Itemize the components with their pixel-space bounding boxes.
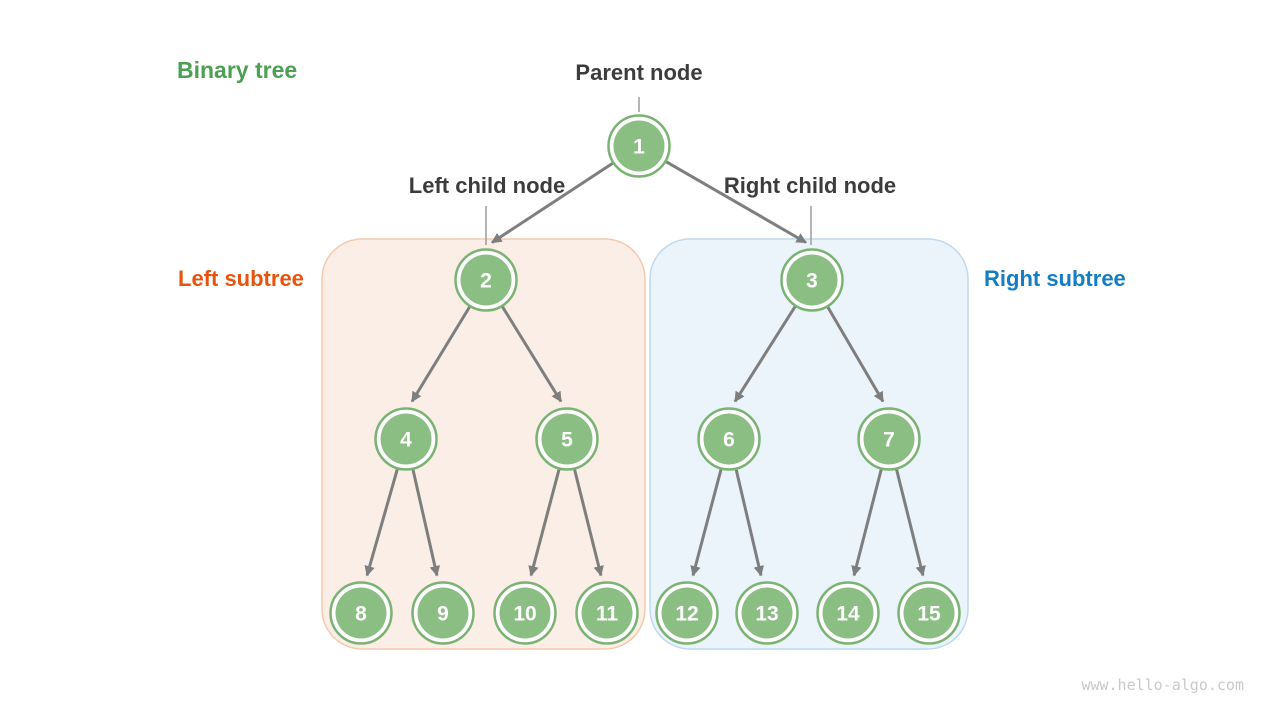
edge-5-10 — [528, 469, 561, 577]
tree-node-13-value: 13 — [755, 603, 778, 626]
tree-node-3: 3 — [780, 248, 844, 312]
tree-node-4-value: 4 — [400, 429, 412, 452]
tree-node-10-value: 10 — [513, 603, 536, 626]
tree-node-14: 14 — [816, 581, 880, 645]
edge-2-4 — [410, 306, 471, 403]
tree-node-12-value: 12 — [675, 603, 698, 626]
tree-node-2-disc — [460, 254, 512, 306]
tree-node-13: 13 — [735, 581, 799, 645]
edge-1-3 — [665, 160, 807, 244]
tree-node-12: 12 — [655, 581, 719, 645]
tree-node-5-value: 5 — [561, 429, 573, 452]
edge-4-8 — [364, 468, 399, 577]
tree-node-13-disc — [741, 587, 793, 639]
tree-node-14-value: 14 — [836, 603, 860, 626]
left-subtree-box — [321, 238, 646, 650]
edge-4-9 — [411, 469, 441, 577]
edge-3-6 — [733, 305, 797, 403]
right-subtree-box — [649, 238, 969, 650]
right-child-node-label: Right child node — [723, 173, 897, 198]
edge-6-13 — [734, 469, 764, 577]
tree-node-3-disc — [786, 254, 838, 306]
tree-node-1-value: 1 — [633, 136, 645, 159]
watermark: www.hello-algo.com — [1081, 676, 1244, 694]
tree-node-15-value: 15 — [917, 603, 941, 626]
tree-node-7-disc — [863, 413, 915, 465]
tree-node-10: 10 — [493, 581, 557, 645]
tree-node-10-disc — [499, 587, 551, 639]
left-child-node-label: Left child node — [408, 173, 566, 198]
tree-node-9-value: 9 — [437, 603, 449, 626]
tree-node-8-value: 8 — [355, 603, 367, 626]
tree-node-5: 5 — [535, 407, 599, 471]
edge-1-2 — [491, 162, 614, 244]
tree-node-1-disc — [613, 120, 665, 172]
tree-node-11-value: 11 — [596, 603, 619, 626]
right-subtree-label: Right subtree — [984, 266, 1126, 291]
tree-node-3-value: 3 — [806, 270, 818, 293]
tree-node-5-disc — [541, 413, 593, 465]
tree-node-4: 4 — [374, 407, 438, 471]
tree-node-1: 1 — [607, 114, 671, 178]
edge-5-11 — [573, 469, 604, 577]
tree-node-9-disc — [417, 587, 469, 639]
binary-tree-title: Binary tree — [177, 57, 298, 83]
tree-node-11-disc — [581, 587, 633, 639]
tree-node-2: 2 — [454, 248, 518, 312]
tree-node-6: 6 — [697, 407, 761, 471]
tree-node-2-value: 2 — [480, 270, 492, 293]
tree-node-12-disc — [661, 587, 713, 639]
edge-7-15 — [895, 469, 926, 577]
edge-7-14 — [851, 469, 883, 577]
tree-node-15-disc — [903, 587, 955, 639]
left-subtree-label: Left subtree — [178, 266, 304, 291]
tree-node-8: 8 — [329, 581, 393, 645]
tree-node-4-disc — [380, 413, 432, 465]
tree-node-7-value: 7 — [883, 429, 895, 452]
edge-6-12 — [690, 469, 723, 577]
parent-node-label: Parent node — [575, 60, 703, 85]
tree-node-6-value: 6 — [723, 429, 735, 452]
tree-node-15: 15 — [897, 581, 961, 645]
tree-node-14-disc — [822, 587, 874, 639]
edge-3-7 — [826, 306, 885, 403]
edge-2-5 — [501, 306, 563, 403]
tree-node-6-disc — [703, 413, 755, 465]
tree-node-9: 9 — [411, 581, 475, 645]
tree-node-8-disc — [335, 587, 387, 639]
tree-node-7: 7 — [857, 407, 921, 471]
tree-node-11: 11 — [575, 581, 639, 645]
